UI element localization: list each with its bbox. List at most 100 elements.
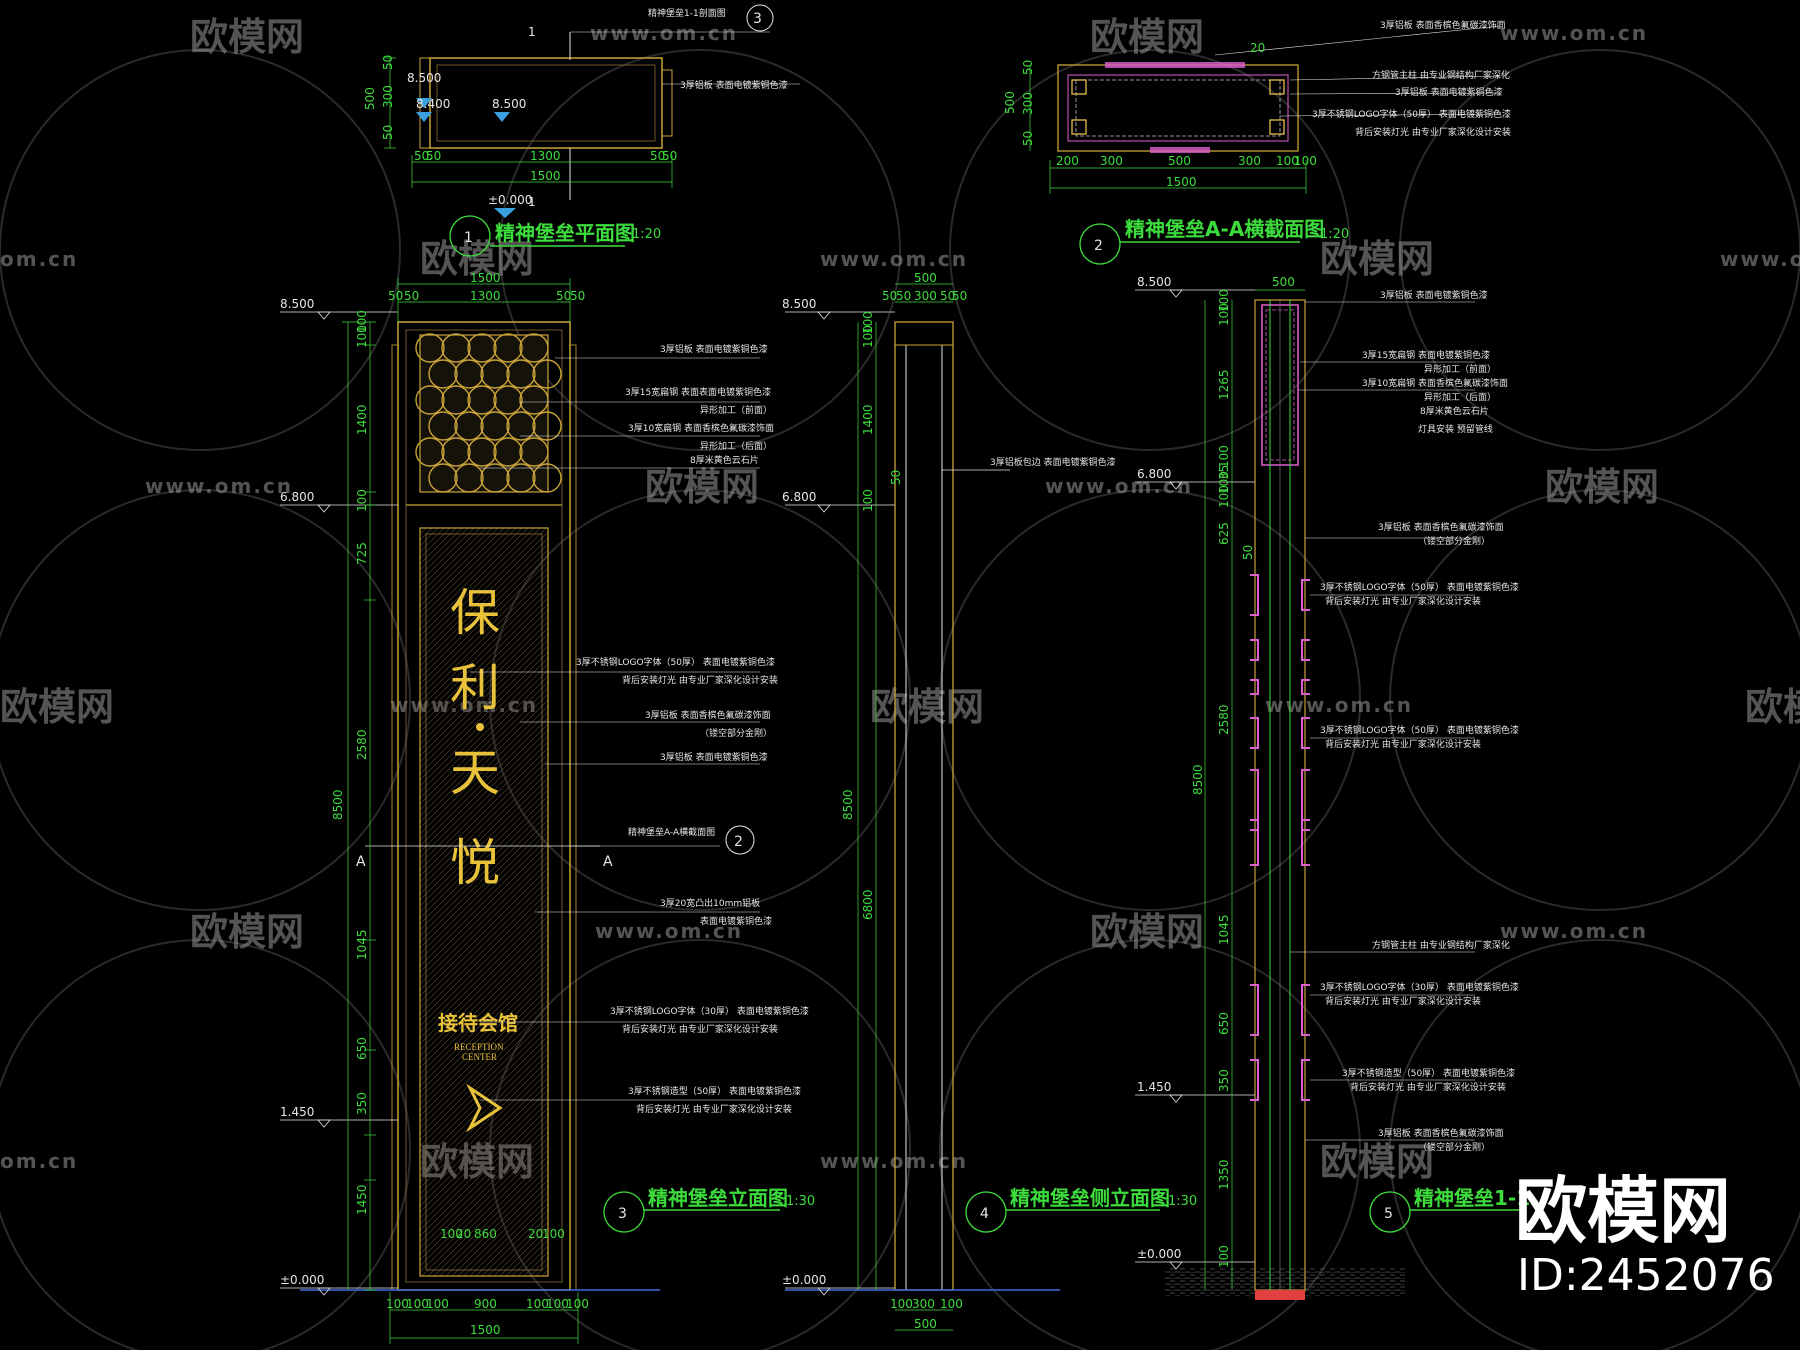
reception-en: RECEPTION — [454, 1042, 504, 1052]
lattice-ring — [506, 359, 536, 389]
watermark-brand: 欧模网 — [1320, 1140, 1434, 1184]
s11-note: （镂空部分金刚） — [1418, 1141, 1490, 1153]
watermark-brand: 欧模网 — [420, 237, 534, 281]
section-note: 方钢管主柱 由专业钢结构厂家深化 — [1372, 69, 1510, 81]
s11-dim: 8500 — [1191, 764, 1205, 795]
view-scale: 1:30 — [786, 1194, 815, 1209]
elev-level: 8.500 — [280, 297, 314, 311]
lattice-ring — [480, 359, 510, 389]
lattice-pattern — [415, 333, 562, 493]
s11-note: 8厚米黄色云石片 — [1420, 405, 1489, 417]
side-dim: 1400 — [861, 404, 875, 435]
section-dim: 300 — [1021, 92, 1035, 115]
s11-note: 3厚铝板 表面香槟色氟碳漆饰面 — [1378, 1127, 1504, 1139]
watermark-url: www.om.cn — [820, 1149, 968, 1173]
view-title: 精神堡垒立面图 — [648, 1186, 788, 1210]
plan-dim: 1500 — [530, 169, 561, 183]
elev-note: 3厚15宽扁钢 表面表面电镀紫铜色漆 — [625, 386, 771, 398]
elev-dim: 1400 — [355, 404, 369, 435]
lattice-ring — [493, 437, 523, 467]
elev-dim: 100 — [566, 1297, 589, 1311]
elev-note: 3厚铝板 表面香槟色氟碳漆饰面 — [645, 709, 771, 721]
plan-dim: 50 — [662, 149, 677, 163]
watermark-url: www.om.cn — [820, 247, 968, 271]
lattice-ring — [467, 437, 497, 467]
lattice-ring — [415, 333, 445, 363]
plan-dim: 300 — [381, 85, 395, 108]
side-level: 6.800 — [782, 490, 816, 504]
s11-dim: 1265 — [1217, 369, 1231, 400]
plan-level: ±0.000 — [488, 193, 532, 207]
elev-dim: 8500 — [331, 789, 345, 820]
watermarks: 欧模网 www.om.cn 欧模网 www.om.cn om.cn 欧模网 ww… — [0, 15, 1800, 1184]
section-a-label: A — [603, 854, 613, 870]
elev-dim: 2580 — [355, 729, 369, 760]
plan-dim: 50 — [381, 125, 395, 140]
plan-dim: 1300 — [530, 149, 561, 163]
s11-dim: 100 — [1217, 485, 1231, 508]
s11-dim: 500 — [1272, 275, 1295, 289]
elev-dim: 100 — [355, 325, 369, 348]
watermark-url: om.cn — [0, 247, 78, 271]
sign-char: 天 — [450, 744, 500, 802]
section-dim: 50 — [1021, 131, 1035, 146]
elev-note: （镂空部分金刚） — [700, 727, 772, 739]
plan-section-label: 精神堡垒1-1剖面图 — [648, 7, 726, 19]
s11-note: 3厚10宽扁钢 表面香槟色氟碳漆饰面 — [1362, 377, 1508, 389]
s11-level: 8.500 — [1137, 275, 1171, 289]
s11-dim: 1350 — [1217, 1159, 1231, 1190]
plan-level: 8.400 — [416, 97, 450, 111]
elev-note: 3厚铝板 表面电镀紫铜色漆 — [660, 751, 768, 763]
section-note: 3厚铝板 表面电镀紫铜色漆 — [1395, 86, 1503, 98]
section-dim: 200 — [1056, 154, 1079, 168]
reception-cn: 接待会馆 — [438, 1011, 518, 1035]
lattice-ring — [480, 463, 510, 493]
elev-level: 6.800 — [280, 490, 314, 504]
s11-note: 背后安装灯光 由专业厂家深化设计安装 — [1325, 738, 1481, 750]
elev-dim: 50 — [388, 289, 403, 303]
elev-level: ±0.000 — [280, 1273, 324, 1287]
lattice-ring — [428, 359, 458, 389]
view-title: 精神堡垒侧立面图 — [1010, 1186, 1170, 1210]
lattice-ring — [454, 411, 484, 441]
s11-note: 3厚铝板 表面电镀紫铜色漆 — [1380, 289, 1488, 301]
plan-dim: 50 — [650, 149, 665, 163]
lattice-ring — [519, 385, 549, 415]
elev-dim: 50 — [556, 289, 571, 303]
s11-note: 3厚不锈钢造型（50厚） 表面电镀紫铜色漆 — [1342, 1067, 1515, 1079]
section-dim: 500 — [1003, 91, 1017, 114]
section-note: 3厚铝板 表面香槟色氟碳漆饰面 — [1380, 19, 1506, 31]
elev-dim: 725 — [355, 542, 369, 565]
lattice-ring — [415, 437, 445, 467]
plan-view: 1 1 精神堡垒1-1剖面图 3 3厚铝板 表面电镀紫铜色漆 8.500 8.4… — [363, 4, 800, 257]
side-dim: 100 — [861, 489, 875, 512]
elev-note: 3厚不锈钢LOGO字体（50厚） 表面电镀紫铜色漆 — [576, 656, 775, 668]
sign-char: 利 — [450, 659, 500, 717]
watermark-url: www.om.cn — [1500, 21, 1648, 45]
side-dim: 50 — [889, 470, 903, 485]
elev-note: 3厚不锈钢LOGO字体（30厚） 表面电镀紫铜色漆 — [610, 1005, 809, 1017]
plan-section-mark: 1 — [528, 25, 536, 39]
lattice-ring — [493, 333, 523, 363]
elev-dim: 100 — [526, 1297, 549, 1311]
section-dim: 500 — [1168, 154, 1191, 168]
lattice-ring — [441, 385, 471, 415]
elev-note: 3厚铝板 表面电镀紫铜色漆 — [660, 343, 768, 355]
lattice-ring — [441, 437, 471, 467]
s11-level: 6.800 — [1137, 467, 1171, 481]
lattice-ring — [441, 333, 471, 363]
watermark-url: www.om.cn — [1045, 474, 1193, 498]
elev-note: 精神堡垒A-A横截面图 — [628, 826, 715, 838]
watermark-brand: 欧模网 — [190, 910, 304, 954]
elev-note: 表面电镀紫铜色漆 — [700, 915, 772, 927]
plan-level: 8.500 — [492, 97, 526, 111]
elev-note: 背后安装灯光 由专业厂家深化设计安装 — [636, 1103, 792, 1115]
lattice-ring — [532, 411, 562, 441]
side-note: 3厚铝板包边 表面电镀紫铜色漆 — [990, 456, 1116, 468]
plan-level: 8.500 — [407, 71, 441, 85]
s11-note: 异形加工（后面） — [1424, 391, 1496, 403]
s11-note: （镂空部分金刚） — [1418, 535, 1490, 547]
watermark-brand: 欧模网 — [190, 15, 304, 59]
watermark-brand: 欧模网 — [1545, 465, 1659, 509]
